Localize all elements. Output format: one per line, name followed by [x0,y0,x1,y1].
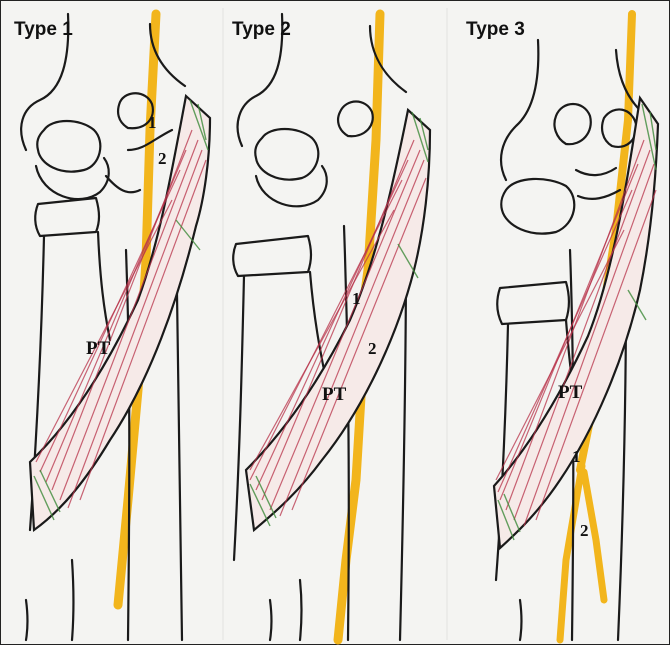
pt-label: PT [86,338,111,359]
panel-title: Type 3 [466,19,525,40]
nerve-marker-2: 2 [158,149,167,168]
nerve-marker-1: 1 [352,289,361,308]
nerve-marker-2: 2 [580,521,589,540]
nerve-marker-2: 2 [368,339,377,358]
panel-title: Type 2 [232,19,291,40]
pt-label: PT [558,382,583,403]
nerve-marker-1: 1 [572,447,581,466]
panel-title: Type 1 [14,19,73,40]
nerve-marker-1: 1 [148,113,157,132]
pt-label: PT [322,384,347,405]
